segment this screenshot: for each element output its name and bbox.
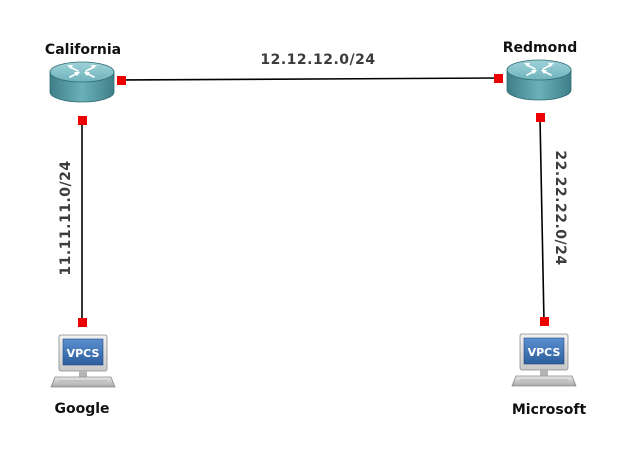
node-label-microsoft: Microsoft (512, 402, 587, 418)
router-california[interactable] (49, 61, 115, 103)
port-redmond-south[interactable] (536, 113, 545, 122)
router-icon (49, 61, 115, 103)
vpcs-computer-icon (50, 334, 116, 388)
port-california-east[interactable] (117, 76, 126, 85)
router-icon (506, 59, 572, 101)
node-label-google: Google (54, 401, 109, 417)
router-redmond[interactable] (506, 59, 572, 101)
port-microsoft-north[interactable] (540, 317, 549, 326)
vpcs-microsoft[interactable]: VPCS (511, 333, 577, 387)
link-california-redmond[interactable] (120, 77, 500, 81)
network-label-california-google: 11.11.11.0/24 (58, 160, 74, 275)
link-redmond-microsoft[interactable] (539, 117, 545, 323)
network-label-redmond-microsoft: 22.22.22.0/24 (552, 150, 568, 265)
vpcs-badge-google: VPCS (67, 347, 100, 360)
port-redmond-west[interactable] (494, 74, 503, 83)
port-google-north[interactable] (78, 318, 87, 327)
node-label-redmond: Redmond (503, 40, 578, 56)
network-label-california-redmond: 12.12.12.0/24 (260, 52, 375, 68)
node-label-california: California (45, 42, 121, 58)
vpcs-computer-icon (511, 333, 577, 387)
vpcs-badge-microsoft: VPCS (528, 346, 561, 359)
vpcs-google[interactable]: VPCS (50, 334, 116, 388)
port-california-south[interactable] (78, 116, 87, 125)
